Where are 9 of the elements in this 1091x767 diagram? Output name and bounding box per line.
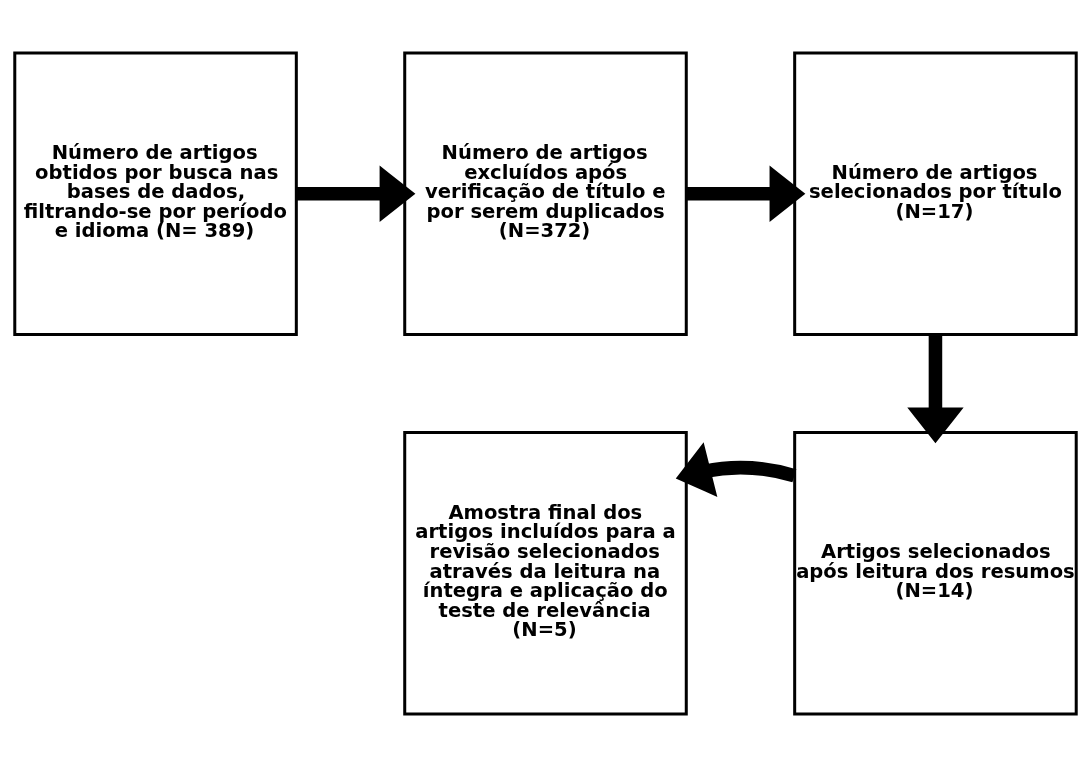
arrow <box>296 165 416 222</box>
arrow <box>675 442 797 497</box>
node-box: Artigos selecionados após leitura dos resumos (N=14) <box>793 430 1078 716</box>
node-box: Número de artigos excluídos após verificação de título e por serem duplicados (N=372) <box>403 51 688 337</box>
node-box: Número de artigos selecionados por título (N=17) <box>793 51 1078 337</box>
arrow <box>907 334 964 444</box>
arrow <box>686 165 806 222</box>
node-box: Amostra final dos artigos incluídos para a revisão selecionados através da leitura na íntegra e aplicação do teste de relevância (N=5) <box>403 430 688 716</box>
node-box: Número de artigos obtidos por busca nas bases de dados, filtrando-se por período e idioma (N= 389) <box>13 51 298 337</box>
